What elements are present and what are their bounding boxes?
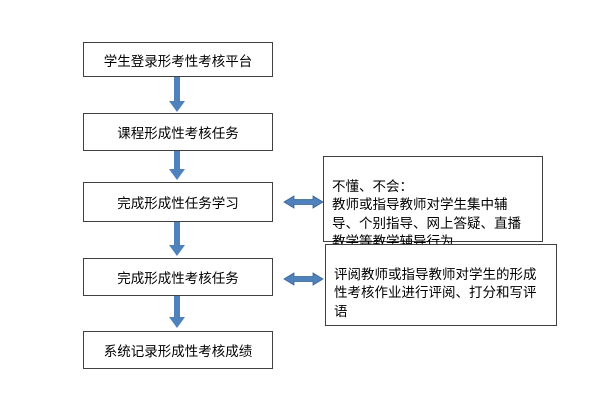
step-course-tasks-label: 课程形成性考核任务 <box>117 126 239 142</box>
down-arrow-3 <box>169 222 185 256</box>
down-arrow-4 <box>169 296 185 328</box>
double-arrow-2 <box>283 272 324 286</box>
down-arrow-2 <box>169 151 185 180</box>
note-tutoring-text: 不懂、不会： 教师或指导教师对学生集中辅导、个别指导、网上答疑、直播教学等教学辅… <box>332 178 521 251</box>
step-complete-assessment-label: 完成形成性考核任务 <box>117 271 239 287</box>
step-course-tasks: 课程形成性考核任务 <box>83 113 273 151</box>
double-arrow-1 <box>283 195 324 209</box>
step-record-scores-label: 系统记录形成性考核成绩 <box>103 344 253 360</box>
down-arrow-1 <box>169 77 185 112</box>
note-grading: 评阅教师或指导教师对学生的形成性考核作业进行评阅、打分和写评语 <box>325 244 557 326</box>
note-grading-text: 评阅教师或指导教师对学生的形成性考核作业进行评阅、打分和写评语 <box>334 266 537 320</box>
step-record-scores: 系统记录形成性考核成绩 <box>83 331 273 369</box>
step-login-platform-label: 学生登录形考性考核平台 <box>103 53 253 70</box>
step-complete-learning: 完成形成性任务学习 <box>83 182 273 222</box>
note-tutoring: 不懂、不会： 教师或指导教师对学生集中辅导、个别指导、网上答疑、直播教学等教学辅… <box>323 156 543 250</box>
step-complete-assessment: 完成形成性考核任务 <box>83 258 273 296</box>
step-login-platform: 学生登录形考性考核平台 <box>83 42 273 77</box>
step-complete-learning-label: 完成形成性任务学习 <box>117 196 239 212</box>
